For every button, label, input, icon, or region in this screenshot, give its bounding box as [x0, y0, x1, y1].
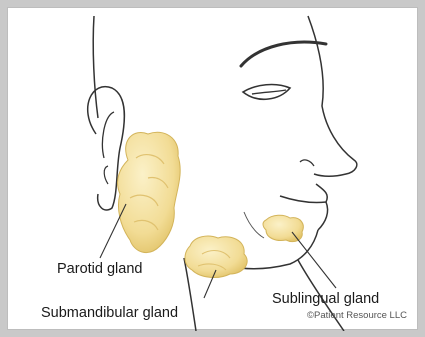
submandibular-gland-shape	[185, 236, 247, 277]
sublingual-gland-label: Sublingual gland	[272, 292, 379, 307]
parotid-gland-label: Parotid gland	[57, 262, 142, 277]
diagram-frame: Parotid gland Submandibular gland Sublin…	[7, 7, 418, 330]
parotid-gland-shape	[118, 132, 181, 252]
face-illustration	[8, 8, 419, 331]
eyebrow	[241, 42, 326, 66]
sublingual-gland-shape	[263, 215, 303, 241]
parotid-leader	[100, 204, 126, 258]
submandibular-gland-label: Submandibular gland	[41, 306, 178, 321]
face-profile	[308, 16, 357, 176]
copyright-credit: ©Patient Resource LLC	[307, 310, 407, 321]
